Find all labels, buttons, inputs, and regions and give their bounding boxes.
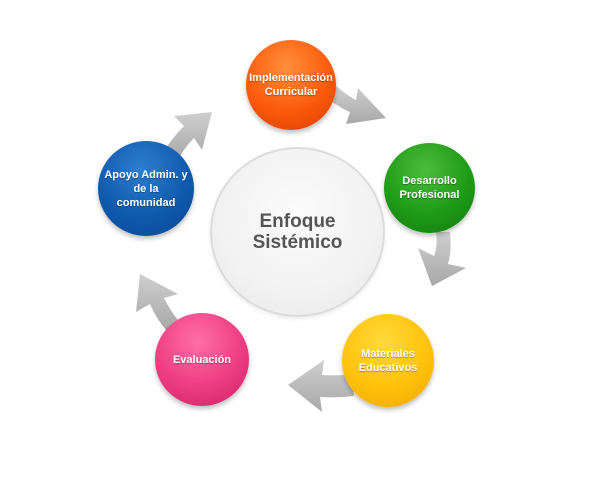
node-desarrollo-profesional: Desarrollo Profesional (384, 143, 475, 233)
center-node: Enfoque Sistémico (210, 147, 385, 317)
arrow-apoyo-to-implementacion (162, 112, 212, 160)
node-apoyo-admin: Apoyo Admin. y de la comunidad (98, 141, 194, 236)
node-label-apoyo: Apoyo Admin. y de la comunidad (104, 168, 188, 209)
node-label-materiales: Materiales Educativos (358, 347, 418, 374)
arrow-implementacion-to-desarrollo (330, 86, 386, 124)
node-materiales-educativos: Materiales Educativos (342, 314, 434, 407)
node-implementacion-curricular: Implementación Curricular (246, 40, 336, 130)
arrow-materiales-to-evaluacion (288, 360, 354, 412)
node-evaluacion: Evaluación (155, 313, 249, 406)
node-label-implementacion: Implementación Curricular (249, 72, 333, 98)
center-label: Enfoque Sistémico (252, 211, 343, 253)
arrow-evaluacion-to-apoyo (136, 274, 178, 330)
node-label-evaluacion: Evaluación (172, 353, 232, 366)
node-label-desarrollo: Desarrollo Profesional (399, 175, 460, 201)
arrow-desarrollo-to-materiales (418, 232, 466, 286)
